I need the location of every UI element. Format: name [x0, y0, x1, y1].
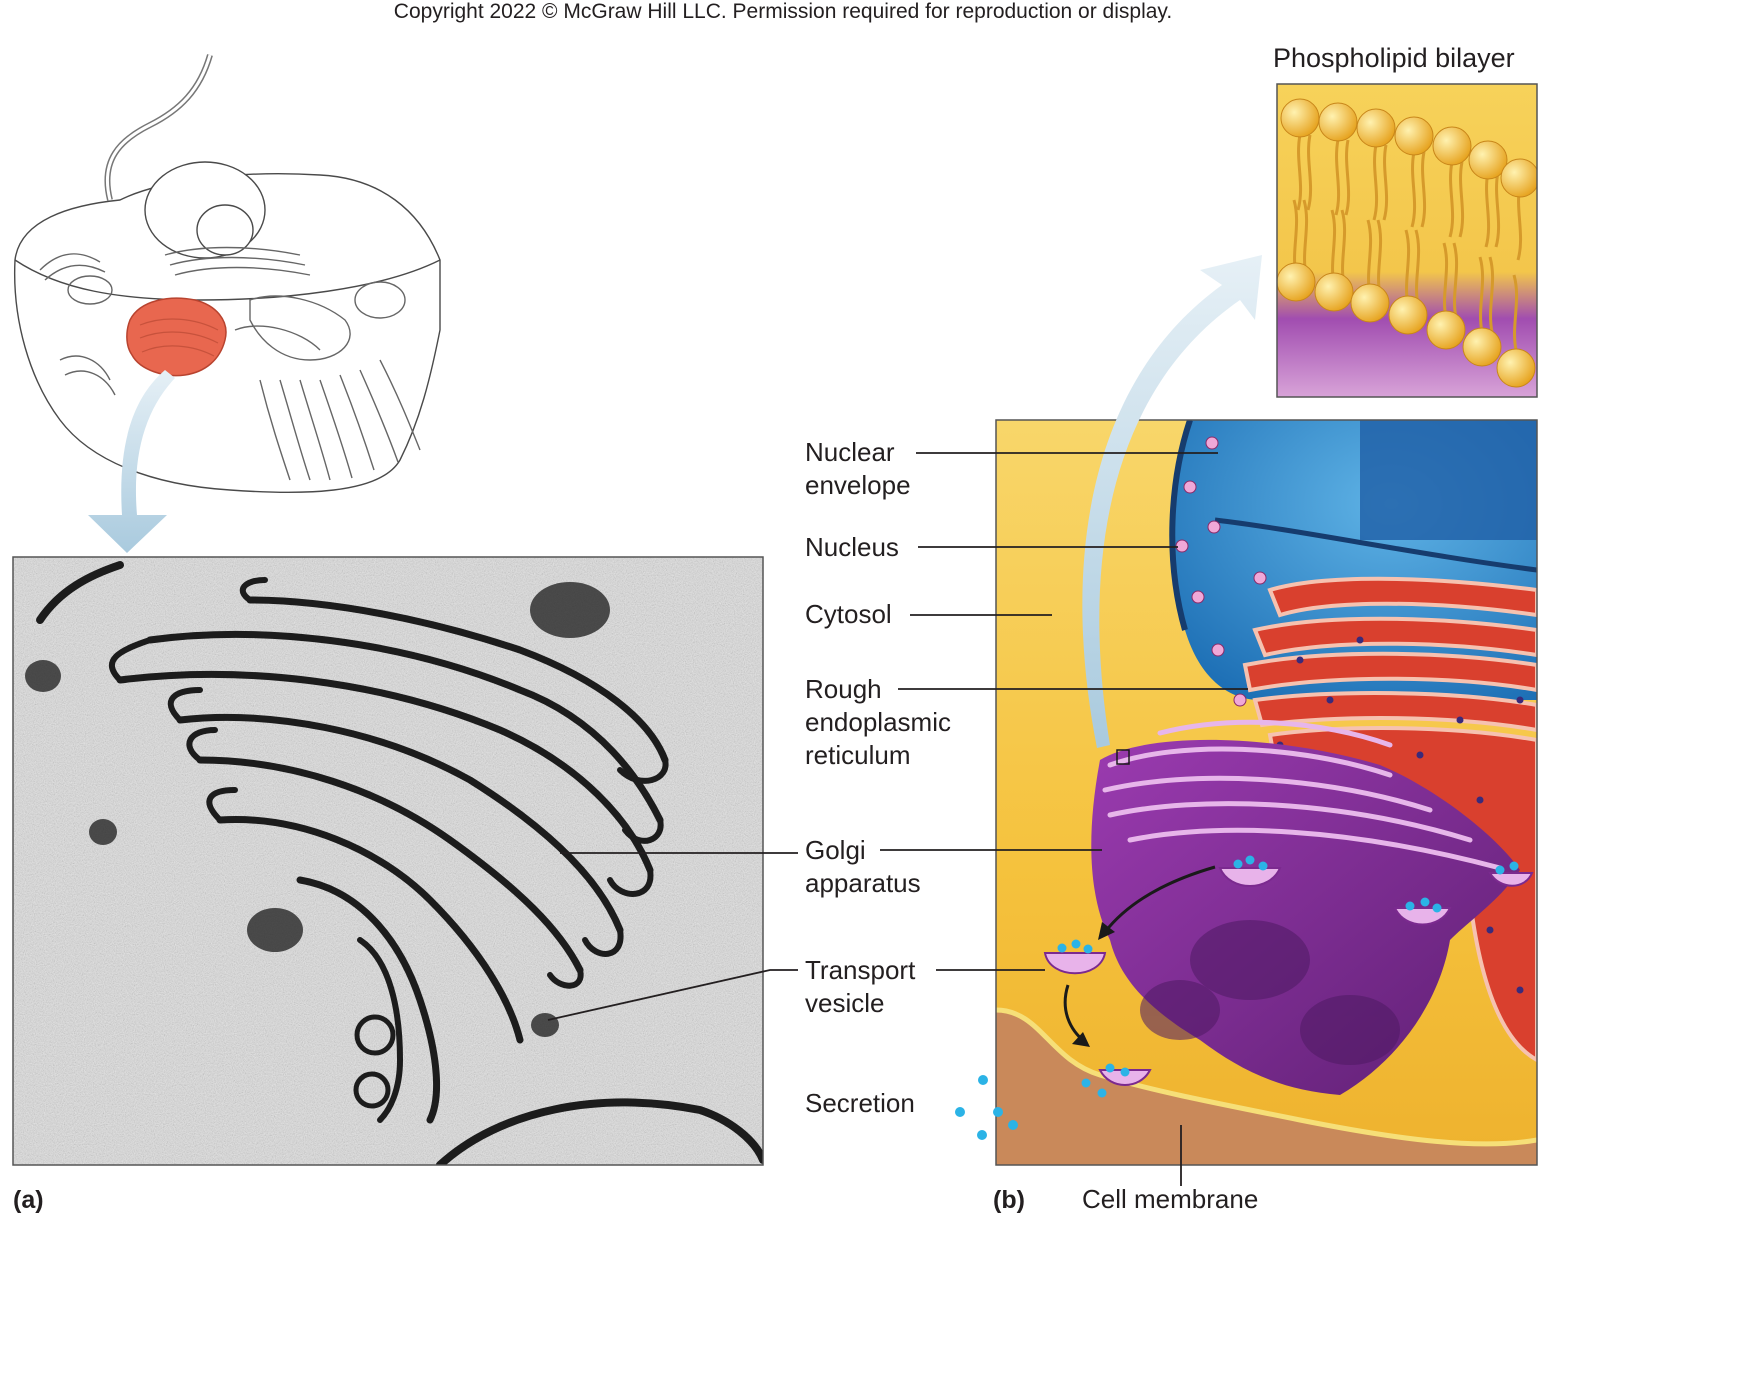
label-cytosol: Cytosol — [805, 599, 892, 629]
panel-label-b: (b) — [993, 1186, 1025, 1214]
label-cell-membrane: Cell membrane — [1082, 1184, 1259, 1214]
secreted-cargo — [955, 1075, 1018, 1140]
golgi-illustration — [996, 420, 1537, 1165]
label-transport-vesicle: Transport vesicle — [805, 955, 916, 1018]
label-nuclear-envelope: Nuclear envelope — [805, 437, 911, 500]
phospholipid-bilayer-inset — [1277, 84, 1537, 397]
figure-artwork — [12, 54, 1538, 1186]
zoom-arrow-a — [88, 370, 175, 553]
inset-title: Phospholipid bilayer — [1273, 43, 1515, 73]
leader-lines-b — [880, 452, 1248, 1186]
copyright-notice: Copyright 2022 © McGraw Hill LLC. Permis… — [393, 0, 1173, 23]
label-rough-er: Rough endoplasmic reticulum — [805, 674, 951, 770]
zoom-arrow-b — [1082, 255, 1262, 748]
golgi-highlight-shape — [126, 297, 227, 377]
label-secretion: Secretion — [805, 1088, 915, 1118]
cell-diagram — [13, 54, 441, 494]
leader-vesicle-a — [547, 969, 798, 1021]
label-nucleus: Nucleus — [805, 532, 899, 562]
micrograph — [13, 557, 763, 1165]
label-golgi-apparatus: Golgi apparatus — [805, 835, 921, 898]
panel-label-a: (a) — [13, 1186, 44, 1214]
